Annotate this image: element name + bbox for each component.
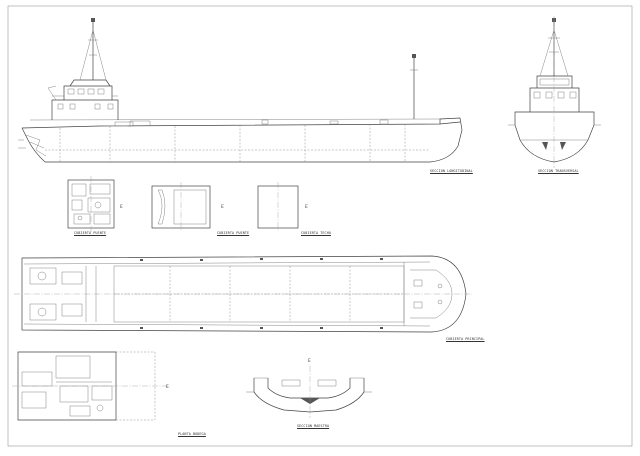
transverse-section-view [508,16,601,168]
wheelhouse-deck-plan [67,176,115,232]
centerline-mark: E [305,204,308,210]
bridge-deck-label: CUBIERTA PUENTE [217,231,250,235]
midship-section-label: SECCION MAESTRA [297,424,330,428]
centerline-marks: E E E E E [120,204,311,390]
longitudinal-section-label: SECCION LONGITUDINAL [430,169,473,173]
main-deck-plan [14,255,472,333]
centerline-mark: E [221,204,224,210]
hold-plan [12,351,170,421]
sheet-border [7,5,633,447]
wheelhouse-deck-label: CUBIERTA PUENTE [74,231,107,235]
centerline-mark: E [120,204,123,210]
centerline-mark: E [308,358,311,364]
centerline-mark: E [166,384,169,390]
main-deck-plan-label: CUBIERTA PRINCIPAL [446,337,485,341]
bridge-deck-plan [151,182,211,232]
upper-deck-label: CUBIERTA TECHO [301,231,331,235]
transverse-section-label: SECCION TRANSVERSAL [538,169,579,173]
profile-view [18,18,463,163]
midship-section-view [246,366,372,418]
hold-plan-label: PLANTA BODEGA [178,432,206,436]
upper-deck-plan [257,182,299,232]
